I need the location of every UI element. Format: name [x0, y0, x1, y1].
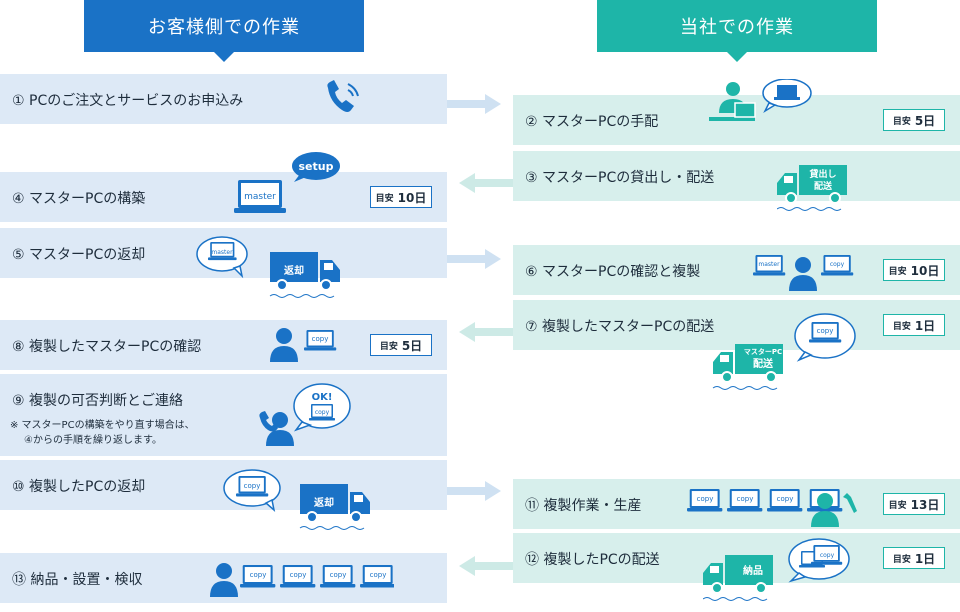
arrow-right-2: [447, 249, 501, 269]
estimate-value: 5日: [401, 338, 423, 353]
bubble-copy-text: copy: [244, 482, 261, 490]
step-4-label: ④ マスターPCの構築: [12, 191, 146, 207]
step-3-label: ③ マスターPCの貸出し・配送: [525, 170, 715, 186]
estimate-value: 10日: [397, 190, 427, 205]
arrow-right-3: [447, 481, 501, 501]
truck-lend-text-2: 配送: [814, 180, 833, 192]
phone-icon: [327, 80, 359, 112]
copy-text-3: copy: [330, 571, 347, 579]
estimate-prefix: 目安: [888, 266, 907, 277]
arrow-left-1: [459, 173, 513, 193]
lend-truck-icon: 貸出し 配送: [777, 165, 848, 212]
person-phone-ok-icon: OK! copy: [259, 383, 351, 446]
step-10-label: ⑩ 複製したPCの返却: [12, 479, 146, 495]
note-line-2: ④からの手順を繰り返します。: [24, 435, 162, 446]
estimate-prefix: 目安: [375, 193, 394, 204]
deliver-copy-truck-icon: 納品 copy: [703, 538, 850, 602]
estimate-prefix: 目安: [379, 341, 398, 352]
step-13-row: ⑬ 納品・設置・検収 copy copy copy copy: [0, 553, 447, 603]
step-5-row: ⑤ マスターPCの返却 master 返却: [0, 228, 447, 299]
bubble-copy-text: copy: [817, 327, 834, 335]
setup-laptop-icon: master setup: [234, 152, 340, 213]
step-5-label: ⑤ マスターPCの返却: [12, 247, 146, 263]
estimate-prefix: 目安: [892, 554, 911, 565]
estimate-value: 1日: [914, 318, 936, 333]
truck-lend-text-1: 貸出し: [809, 168, 836, 180]
bubble-copy-text: copy: [315, 409, 330, 416]
setup-text: setup: [299, 160, 334, 173]
estimate-prefix: 目安: [892, 321, 911, 332]
return-copy-truck-icon: copy 返却: [223, 469, 371, 531]
estimate-value: 13日: [910, 497, 940, 512]
staff-ordering-icon: [709, 79, 812, 121]
ok-text: OK!: [312, 392, 333, 403]
person-check-copy-icon: copy: [270, 328, 337, 362]
mini-master-text: master: [758, 261, 780, 268]
production-icon: copy copy copy: [687, 489, 857, 527]
step-3-row: ③ マスターPCの貸出し・配送 貸出し 配送: [513, 151, 960, 212]
estimate-value: 5日: [914, 113, 936, 128]
step-12-label: ⑫ 複製したPCの配送: [525, 552, 660, 568]
copy-text-3: copy: [777, 495, 794, 503]
truck-return-text: 返却: [314, 496, 334, 509]
step-10-row: ⑩ 複製したPCの返却 copy 返却: [0, 460, 447, 531]
deliver-master-truck-icon: マスターPC 配送 copy: [712, 313, 856, 391]
laptop-master-text: master: [244, 192, 276, 202]
step-11-label: ⑪ 複製作業・生産: [525, 498, 642, 514]
copy-text-2: copy: [290, 571, 307, 579]
bubble-master-text: master: [211, 249, 233, 256]
step-1-label: ① PCのご注文とサービスのお申込み: [12, 93, 244, 109]
company-header: 当社での作業: [597, 0, 877, 62]
estimate-prefix: 目安: [888, 500, 907, 511]
step-6-label: ⑥ マスターPCの確認と複製: [525, 264, 701, 280]
estimate-value: 1日: [914, 551, 936, 566]
truck-return-text: 返却: [284, 264, 304, 277]
step-9-row: ⑨ 複製の可否判断とご連絡 ※ マスターPCの構築をやり直す場合は、 ④からの手…: [0, 374, 447, 456]
arrow-left-2: [459, 322, 513, 342]
estimate-value: 10日: [910, 263, 940, 278]
customer-header: お客様側での作業: [84, 0, 364, 62]
customer-header-text: お客様側での作業: [148, 17, 300, 38]
return-master-truck-icon: master 返却: [196, 236, 341, 299]
acceptance-icon: copy copy copy copy: [210, 563, 394, 597]
arrow-right-1: [447, 94, 501, 114]
arrow-left-3: [459, 556, 513, 576]
note-line-1: ※ マスターPCの構築をやり直す場合は、: [10, 420, 195, 431]
copy-text-4: copy: [370, 571, 387, 579]
bubble-copy-text: copy: [820, 552, 835, 559]
step-9-label: ⑨ 複製の可否判断とご連絡: [12, 393, 184, 409]
truck-master-text-1: マスターPC: [744, 347, 782, 356]
copy-text-1: copy: [697, 495, 714, 503]
step-9-note: ※ マスターPCの構築をやり直す場合は、 ④からの手順を繰り返します。: [10, 418, 195, 448]
truck-deliver-text: 納品: [743, 564, 763, 577]
mini-copy-text: copy: [830, 261, 845, 268]
check-and-copy-icon: master copy: [753, 255, 854, 291]
estimate-prefix: 目安: [892, 116, 911, 127]
copy-text-2: copy: [737, 495, 754, 503]
mini-copy-text: copy: [312, 335, 329, 343]
truck-master-text-2: 配送: [753, 357, 774, 370]
step-8-label: ⑧ 複製したマスターPCの確認: [12, 339, 202, 355]
step-1-row: ① PCのご注文とサービスのお申込み: [0, 74, 447, 124]
step-2-label: ② マスターPCの手配: [525, 114, 659, 130]
company-header-text: 当社での作業: [680, 17, 794, 38]
step-7-label: ⑦ 複製したマスターPCの配送: [525, 319, 715, 335]
copy-text-1: copy: [250, 571, 267, 579]
step-13-label: ⑬ 納品・設置・検収: [12, 572, 143, 588]
